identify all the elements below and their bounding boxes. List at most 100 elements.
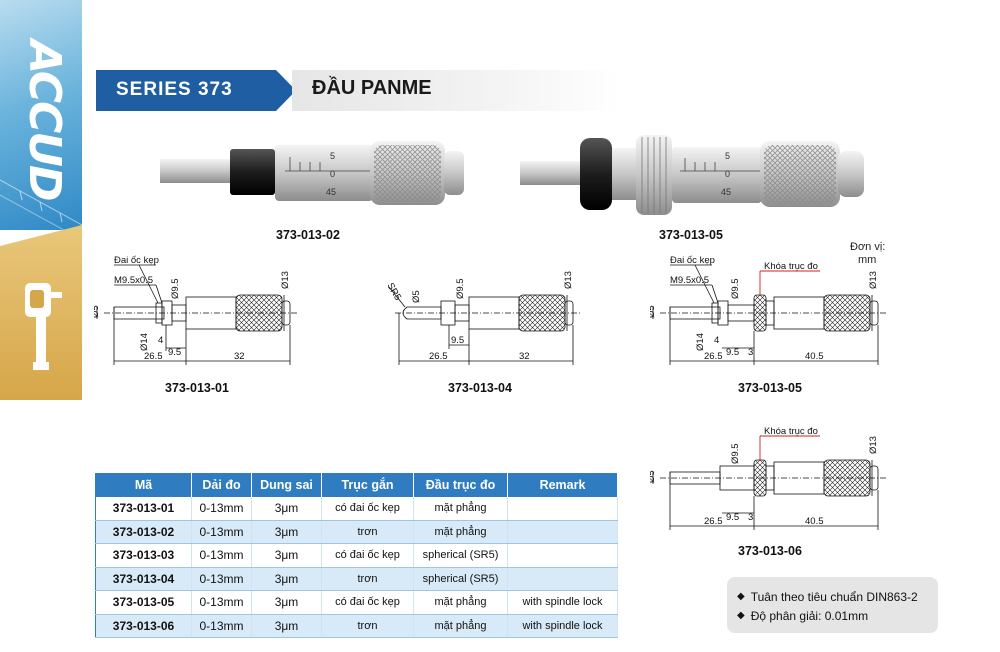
drawing-373-013-01: Đai ốc kẹp M9.5x0.5 Ø5 Ø14 Ø9.5 Ø13 4 9.… — [94, 255, 299, 365]
cell-tip: spherical (SR5) — [413, 543, 508, 568]
svg-text:32: 32 — [519, 351, 530, 362]
photo-caption-2: 373-013-05 — [659, 228, 723, 242]
drawing-373-013-04: SR5 Ø5 Ø9.5 Ø13 9.5 26.5 32 — [385, 271, 581, 365]
drawing-373-013-06: Khóa trục đo Ø5 Ø9.5 Ø13 9.5 3 26.5 40.5 — [650, 426, 886, 530]
svg-text:9.5: 9.5 — [451, 335, 464, 346]
series-label: SERIES 373 — [116, 79, 233, 100]
svg-text:4: 4 — [714, 335, 719, 346]
cell-tip: mặt phẳng — [413, 496, 508, 521]
drawing-373-013-05: Khóa trục đo Đai ốc kẹp M9.5x0.5 Ø5 Ø14 … — [650, 255, 886, 365]
brand-band-top — [0, 0, 82, 230]
cell-remark — [507, 520, 618, 544]
cell-remark — [507, 496, 618, 521]
note-item: ◆ Độ phân giải: 0.01mm — [737, 606, 928, 625]
svg-text:45: 45 — [326, 187, 336, 197]
drawing-caption-4: 373-013-06 — [738, 544, 802, 558]
micrometer-icon — [25, 283, 62, 370]
title-bar — [292, 70, 622, 111]
callout-spindle-lock: Khóa trục đo — [764, 261, 818, 272]
cell-tip: spherical (SR5) — [413, 567, 508, 591]
brand-band: ACCUD — [0, 0, 82, 652]
drawing-caption-2: 373-013-04 — [448, 381, 512, 395]
unit-label-mm: mm — [858, 254, 877, 266]
svg-text:26.5: 26.5 — [144, 351, 163, 362]
svg-text:Ø5: Ø5 — [650, 305, 657, 318]
cell-tolerance: 3μm — [251, 614, 322, 638]
cell-remark — [507, 543, 618, 568]
svg-text:Ø9.5: Ø9.5 — [170, 278, 181, 299]
cell-range: 0-13mm — [191, 520, 252, 544]
diamond-bullet-icon: ◆ — [737, 591, 745, 602]
table-header-row: Mã Dải đo Dung sai Trục gắn Đầu trục đo … — [95, 473, 618, 497]
unit-label: Đơn vị: — [850, 241, 886, 253]
svg-text:Ø13: Ø13 — [563, 271, 574, 289]
cell-remark: with spindle lock — [507, 590, 618, 615]
table-row: 373-013-03 0-13mm 3μm có đai ốc kẹp sphe… — [95, 543, 618, 568]
cell-tolerance: 3μm — [251, 520, 322, 544]
svg-text:40.5: 40.5 — [805, 516, 824, 527]
cell-tip: mặt phẳng — [413, 520, 508, 544]
cell-mount: có đai ốc kẹp — [321, 496, 414, 521]
brand-band-bottom — [0, 400, 82, 652]
svg-text:Ø14: Ø14 — [139, 333, 150, 351]
cell-range: 0-13mm — [191, 614, 252, 638]
cell-code: 373-013-05 — [95, 590, 192, 615]
cell-tip: mặt phẳng — [413, 590, 508, 615]
col-header-range: Dải đo — [191, 473, 252, 497]
svg-text:SR5: SR5 — [385, 281, 403, 303]
svg-text:Khóa trục đo: Khóa trục đo — [764, 426, 818, 437]
svg-text:Ø14: Ø14 — [695, 333, 706, 351]
col-header-mount: Trục gắn — [321, 473, 414, 497]
brand-logo: ACCUD — [19, 40, 70, 200]
drawing-caption-3: 373-013-05 — [738, 381, 802, 395]
note-item: ◆ Tuân theo tiêu chuẩn DIN863-2 — [737, 587, 928, 606]
svg-text:Ø9.5: Ø9.5 — [455, 278, 466, 299]
col-header-code: Mã — [95, 473, 192, 497]
photo-caption-1: 373-013-02 — [276, 228, 340, 242]
table-row: 373-013-02 0-13mm 3μm trơn mặt phẳng — [95, 520, 618, 544]
cell-mount: trơn — [321, 567, 414, 591]
cell-tolerance: 3μm — [251, 496, 322, 521]
svg-text:Ø5: Ø5 — [650, 470, 657, 483]
photo-373-013-02: 5 0 45 — [160, 141, 464, 205]
scale-mark-top: 5 — [330, 151, 335, 161]
cell-code: 373-013-06 — [95, 614, 192, 638]
svg-text:4: 4 — [158, 335, 163, 346]
col-header-tolerance: Dung sai — [251, 473, 322, 497]
series-banner — [96, 70, 296, 111]
cell-remark — [507, 567, 618, 591]
svg-text:40.5: 40.5 — [805, 351, 824, 362]
cell-mount: có đai ốc kẹp — [321, 590, 414, 615]
cell-code: 373-013-01 — [95, 496, 192, 521]
spec-table: Mã Dải đo Dung sai Trục gắn Đầu trục đo … — [95, 473, 618, 638]
svg-text:Đai ốc kẹp: Đai ốc kẹp — [670, 255, 715, 266]
cell-range: 0-13mm — [191, 543, 252, 568]
svg-text:26.5: 26.5 — [704, 516, 723, 527]
note-standard: Tuân theo tiêu chuẩn DIN863-2 — [750, 589, 918, 604]
svg-text:Ø13: Ø13 — [868, 436, 879, 454]
notes-box: ◆ Tuân theo tiêu chuẩn DIN863-2 ◆ Độ phâ… — [727, 577, 938, 633]
photo-373-013-05: 5 0 45 — [520, 135, 864, 215]
svg-text:9.5: 9.5 — [168, 347, 181, 358]
cell-code: 373-013-02 — [95, 520, 192, 544]
table-row: 373-013-01 0-13mm 3μm có đai ốc kẹp mặt … — [95, 496, 618, 521]
svg-text:32: 32 — [234, 351, 245, 362]
cell-mount: trơn — [321, 614, 414, 638]
svg-text:Ø5: Ø5 — [94, 305, 101, 318]
col-header-tip: Đầu trục đo — [413, 473, 508, 497]
svg-text:26.5: 26.5 — [704, 351, 723, 362]
col-header-remark: Remark — [507, 473, 618, 497]
callout-thread: M9.5x0.5 — [114, 275, 153, 286]
svg-text:0: 0 — [725, 169, 730, 179]
cell-mount: trơn — [321, 520, 414, 544]
cell-code: 373-013-04 — [95, 567, 192, 591]
svg-text:26.5: 26.5 — [429, 351, 448, 362]
svg-text:9.5: 9.5 — [726, 347, 739, 358]
svg-text:3: 3 — [748, 512, 753, 523]
diamond-bullet-icon: ◆ — [737, 610, 745, 621]
svg-text:9.5: 9.5 — [726, 512, 739, 523]
cell-remark: with spindle lock — [507, 614, 618, 638]
cell-tolerance: 3μm — [251, 567, 322, 591]
svg-text:Ø9.5: Ø9.5 — [730, 443, 741, 464]
cell-range: 0-13mm — [191, 496, 252, 521]
